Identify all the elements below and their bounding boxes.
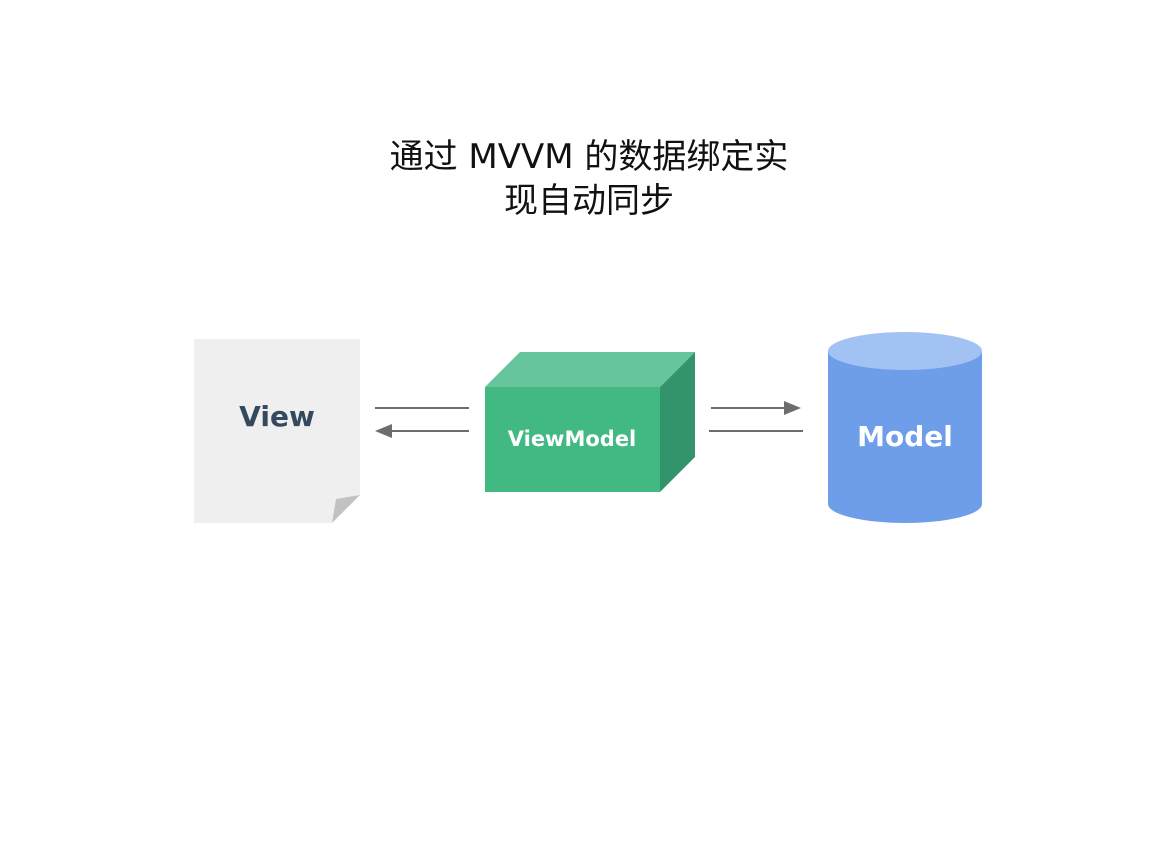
view-sheet: [194, 339, 360, 523]
viewmodel-side-face: [660, 352, 695, 492]
viewmodel-to-model-arrowhead: [784, 401, 801, 415]
view-viewmodel-arrows: [375, 407, 469, 438]
viewmodel-label: ViewModel: [508, 427, 637, 451]
model-node: Model: [828, 332, 982, 523]
view-label: View: [239, 400, 315, 433]
model-cylinder-top: [828, 332, 982, 370]
viewmodel-node: ViewModel: [485, 352, 695, 492]
diagram-title: 通过 MVVM 的数据绑定实 现自动同步: [390, 137, 789, 221]
viewmodel-model-arrows: [709, 401, 803, 432]
model-cylinder-body: [828, 351, 982, 523]
viewmodel-top-face: [485, 352, 695, 387]
view-fold: [332, 495, 360, 523]
title-line-1: 通过 MVVM 的数据绑定实: [390, 137, 789, 177]
viewmodel-front-face: [485, 387, 660, 492]
view-node: View: [194, 339, 360, 523]
viewmodel-to-view-arrowhead: [375, 424, 392, 438]
model-label: Model: [857, 420, 953, 453]
title-line-2: 现自动同步: [504, 181, 674, 221]
